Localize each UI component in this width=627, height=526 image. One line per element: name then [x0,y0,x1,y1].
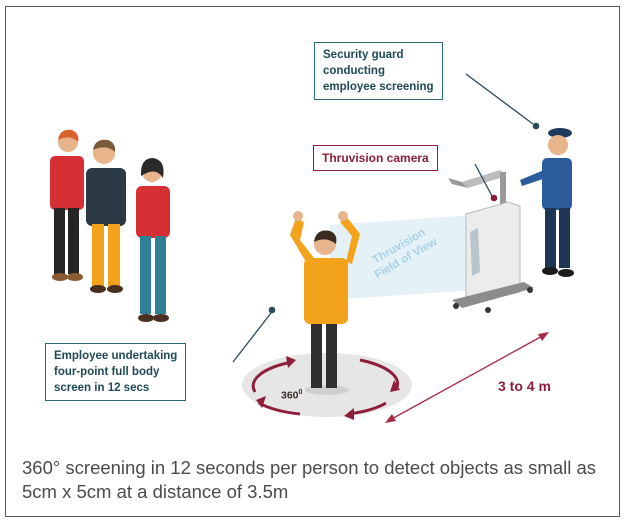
thruvision-camera-callout-text: Thruvision camera [322,151,429,165]
caption-text: 360° screening in 12 seconds per person … [22,457,597,502]
callout-leaders [232,73,534,363]
leader-dot [268,306,276,314]
rotation-degree-superscript: 0 [298,389,303,396]
rotation-degree-value: 360 [281,389,299,402]
waiting-people-group [50,129,170,322]
arrow-icon [387,333,547,422]
distance-arrow [385,332,549,423]
leader-dot [490,194,498,202]
diagram-frame [5,6,620,517]
employee-figure [290,211,360,395]
rotation-degree-label: 3600 [281,389,302,402]
rotation-arrow-heads [256,356,400,420]
security-guard-figure [520,128,574,277]
distance-label: 3 to 4 m [498,378,551,394]
thruvision-camera-callout: Thruvision camera [313,145,438,171]
security-guard-callout: Security guard conducting employee scree… [314,42,443,100]
field-of-view-beam [330,215,475,300]
employee-callout: Employee undertaking four-point full bod… [45,343,187,401]
security-guard-callout-text: Security guard conducting employee scree… [323,49,434,93]
rotation-arrow-icon [251,360,293,393]
rotation-arrow-icon [359,358,400,388]
thruvision-camera-unit [448,170,534,313]
leader-dot [532,122,540,130]
employee-callout-text: Employee undertaking four-point full bod… [54,350,178,394]
